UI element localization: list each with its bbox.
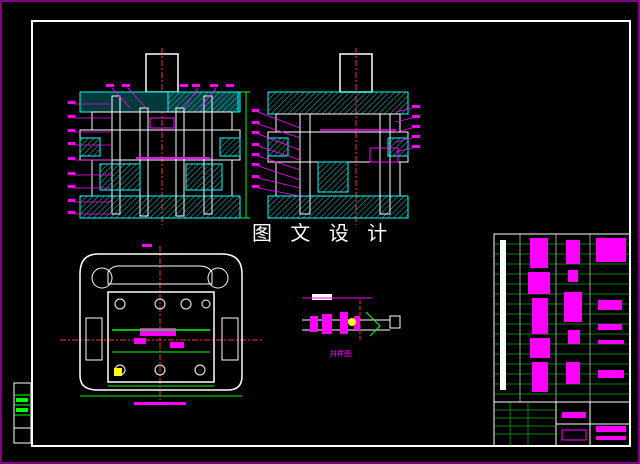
margin-stamp <box>13 382 32 444</box>
plan-view <box>60 244 262 405</box>
strip-layout-view <box>302 294 401 340</box>
front-section-view <box>68 48 250 225</box>
bill-of-materials <box>493 233 631 403</box>
title-block <box>493 401 631 447</box>
strip-layout-label: 排样图 <box>330 350 351 358</box>
drawing-caption: 图 文 设 计 <box>252 221 394 245</box>
side-section-view <box>252 48 420 225</box>
